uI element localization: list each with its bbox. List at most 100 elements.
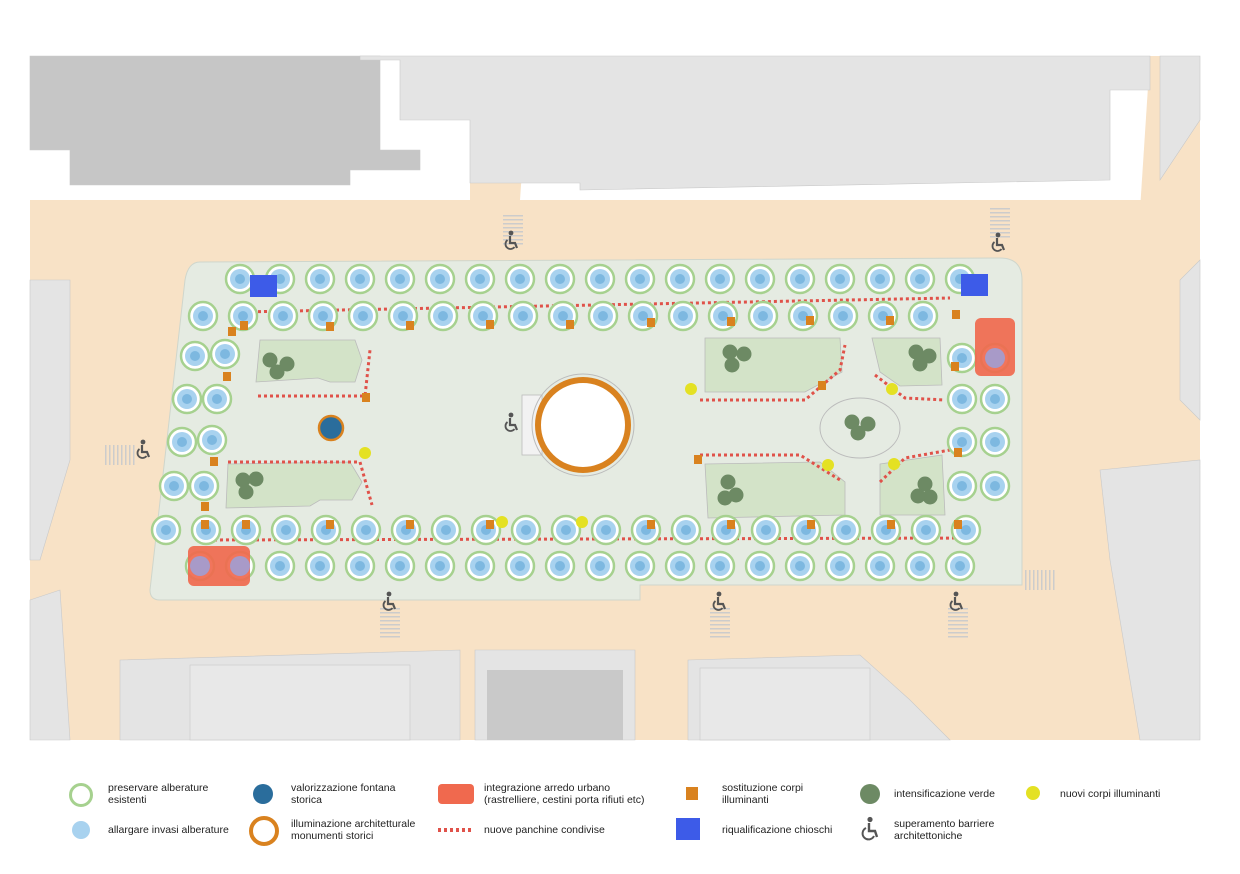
crosswalk-0-3 [503,227,523,229]
legend-item-urban-furniture: integrazione arredo urbano (rastrelliere… [436,780,644,808]
tree-core-63 [361,525,371,535]
bench-line-5 [874,373,946,402]
building-0 [29,55,421,186]
building-4 [29,589,71,741]
legend-label: nuovi corpi illuminanti [1060,788,1161,800]
bush-7 [736,346,752,362]
lamp-replacement-1 [228,327,236,336]
urban-furniture-icon [438,784,474,804]
wheelchair-part [716,597,727,610]
crosswalk-2-2 [113,445,115,465]
tree-core-86 [199,481,209,491]
bush-9 [908,344,924,360]
monument-outline [531,373,635,477]
tree-core-19 [198,311,208,321]
tree-core-92 [990,437,1000,447]
building-9 [1179,259,1201,421]
wheelchair-part [386,591,392,597]
wheelchair-part [504,421,516,432]
new-lamp-icon [1026,786,1040,800]
wheelchair-icon-0 [504,230,519,250]
lamp-replacement-27 [694,455,702,464]
legend-label: riqualificazione chioschi [722,824,833,836]
lamp-replacement-4 [486,320,494,329]
bush-12 [720,474,736,490]
tree-core-34 [798,311,808,321]
tree-core-6 [475,274,485,284]
tree-core-61 [281,525,291,535]
wheelchair-icon-3 [504,412,519,432]
urban-furniture-ne [975,318,1015,376]
tree-core-0 [235,274,245,284]
crosswalk-0-2 [503,223,523,225]
legend-item-lamp-replacement: sostituzione corpi illuminanti [674,780,803,808]
new-lamp-0 [359,447,371,459]
tree-on-furniture-2 [230,556,250,576]
kiosk-icon [676,818,700,840]
tree-core-54 [835,561,845,571]
crosswalk-6-4 [1041,570,1043,590]
wheelchair-part [953,591,959,597]
building-1 [359,55,1151,191]
tree-ring-icon [69,783,93,807]
lamp-replacement-5 [566,320,574,329]
tree-core-30 [638,311,648,321]
crosswalk-2-5 [125,445,127,465]
tree-core-75 [841,525,851,535]
wheelchair-part [382,600,394,611]
lamp-replacement-0 [240,321,248,330]
wheelchair-part [508,412,514,418]
tree-core-14 [795,274,805,284]
lamp-replacement-23 [887,520,895,529]
crosswalk-1-2 [990,216,1010,218]
tree-core-77 [921,525,931,535]
crosswalk-4-1 [710,612,730,614]
tree-core-53 [795,561,805,571]
wheelchair-part [508,230,514,236]
legend-label: superamento barriere architettoniche [894,818,995,842]
tree-core-2 [315,274,325,284]
crosswalk-3-3 [380,620,400,622]
lamp-replacement-20 [647,520,655,529]
bush-5 [238,484,254,500]
tree-core-41 [315,561,325,571]
tree-core-52 [755,561,765,571]
bush-14 [717,490,733,506]
crosswalk-1-5 [990,228,1010,230]
tree-core-56 [915,561,925,571]
crosswalk-0-1 [503,219,523,221]
tree-core-51 [715,561,725,571]
bush-16 [922,489,938,505]
tree-core-15 [835,274,845,284]
tree-core-27 [518,311,528,321]
tree-core-25 [438,311,448,321]
crosswalk-2-7 [133,445,135,465]
crosswalk-3-5 [380,628,400,630]
crosswalk-5-3 [948,620,968,622]
legend-label: intensificazione verde [894,788,995,800]
wheelchair-icon-2 [136,439,151,459]
crosswalk-2-4 [121,445,123,465]
legend-label: illuminazione architetturale monumenti s… [291,818,416,842]
crosswalk-6-0 [1025,570,1027,590]
crosswalk-5-2 [948,616,968,618]
wheelchair-part [716,591,722,597]
wheelchair-part [953,597,964,610]
monument-lighting-ring [535,377,631,473]
building-court-se [699,667,871,741]
legend-item-new-lamps: nuovi corpi illuminanti [1012,780,1160,808]
tree-core-23 [358,311,368,321]
wheelchair-part [995,232,1001,238]
tree-core-33 [758,311,768,321]
tree-core-37 [918,311,928,321]
crosswalk-6-6 [1049,570,1051,590]
lamp-replacement-10 [952,310,960,319]
tree-core-90 [990,394,1000,404]
new-lamp-3 [822,459,834,471]
new-lamp-2 [886,383,898,395]
wheelchair-part [949,600,961,611]
crosswalk-5-1 [948,612,968,614]
tree-core-24 [398,311,408,321]
crosswalk-2-0 [105,445,107,465]
wheelchair-part [136,448,148,459]
